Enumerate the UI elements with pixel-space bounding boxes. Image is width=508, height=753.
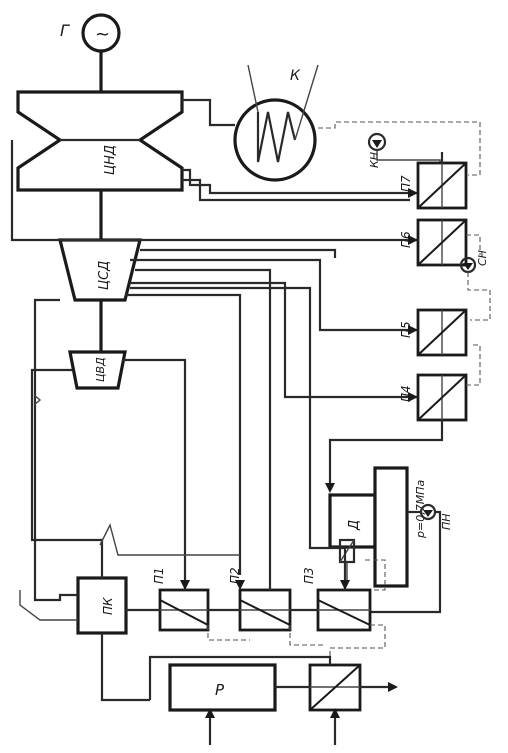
condenser-label: К (290, 68, 301, 84)
pk-to-boiler-line (100, 633, 150, 702)
generator-symbol: ~ (95, 24, 110, 45)
boiler-feed-loop (148, 655, 332, 700)
boiler: Р (168, 663, 277, 712)
reheater-label: ПК (101, 597, 115, 615)
drain-p1 (207, 625, 250, 641)
feed-pump-discharge (370, 510, 442, 614)
drain-dash-p5 (467, 272, 491, 321)
extraction-to-p3 (130, 286, 347, 590)
drain-pump-label: СН (476, 250, 489, 266)
break-line-1 (99, 523, 240, 556)
lp-extraction-p7 (182, 178, 410, 202)
heater-p2-label: П2 (228, 567, 242, 584)
extraction-to-p2 (125, 293, 242, 575)
heater-p5: П5 (399, 308, 468, 357)
reheater-pk: ПК (76, 576, 128, 635)
condensate-pump-label: КН (368, 152, 381, 168)
extraction-to-p2-b (135, 268, 272, 590)
drain-dash-p4 (466, 344, 481, 386)
drain-p3 (329, 624, 386, 660)
hp-cylinder: ЦВД (68, 350, 127, 390)
feed-pump-label: ПН (440, 513, 453, 530)
heater-p6: П6 (399, 218, 468, 267)
deaerator: Д р=0,7МПа (328, 466, 427, 588)
break-mark (33, 394, 42, 406)
generator-label: Г (60, 21, 70, 40)
lp-exhaust-line (182, 98, 235, 127)
ip-cylinder: ЦСД (57, 238, 143, 302)
extraction-to-p6 (10, 140, 418, 242)
reheat-return-line (19, 590, 78, 621)
ip-cylinder-label: ЦСД (97, 261, 112, 290)
extraction-to-p5 (130, 258, 418, 332)
boiler-label: Р (215, 681, 225, 699)
drain-p2 (289, 625, 325, 646)
extraction-to-p7 (182, 168, 418, 195)
condenser: К (233, 64, 319, 182)
hp-cylinder-label: ЦВД (94, 357, 107, 382)
feedwater-to-deaerator (328, 420, 444, 485)
feed-pump: ПН (419, 503, 453, 530)
deaerator-dash (365, 559, 386, 591)
heater-p7-label: П7 (399, 175, 413, 192)
heater-p7: П7 (399, 161, 468, 210)
hp-exhaust-to-pk (30, 368, 104, 578)
extraction-to-p4 (130, 281, 418, 399)
heater-p3-label: П3 (302, 567, 316, 584)
deaerator-label: Д (347, 520, 362, 531)
ip-inlet-line (33, 298, 78, 602)
heater-p1: П1 (152, 567, 210, 632)
generator: ~ Г (60, 13, 121, 53)
lp-cylinder: ЦНД (16, 90, 184, 192)
heater-p1-label: П1 (152, 567, 166, 584)
lp-cylinder-label: ЦНД (103, 145, 118, 175)
ip-extraction-line (140, 248, 337, 258)
heater-p2: П2 (228, 567, 292, 632)
drain-dash-p6 (466, 234, 481, 255)
heater-bottom (308, 663, 362, 712)
extraction-to-p1 (122, 358, 187, 590)
heater-p3: П3 (302, 567, 372, 632)
